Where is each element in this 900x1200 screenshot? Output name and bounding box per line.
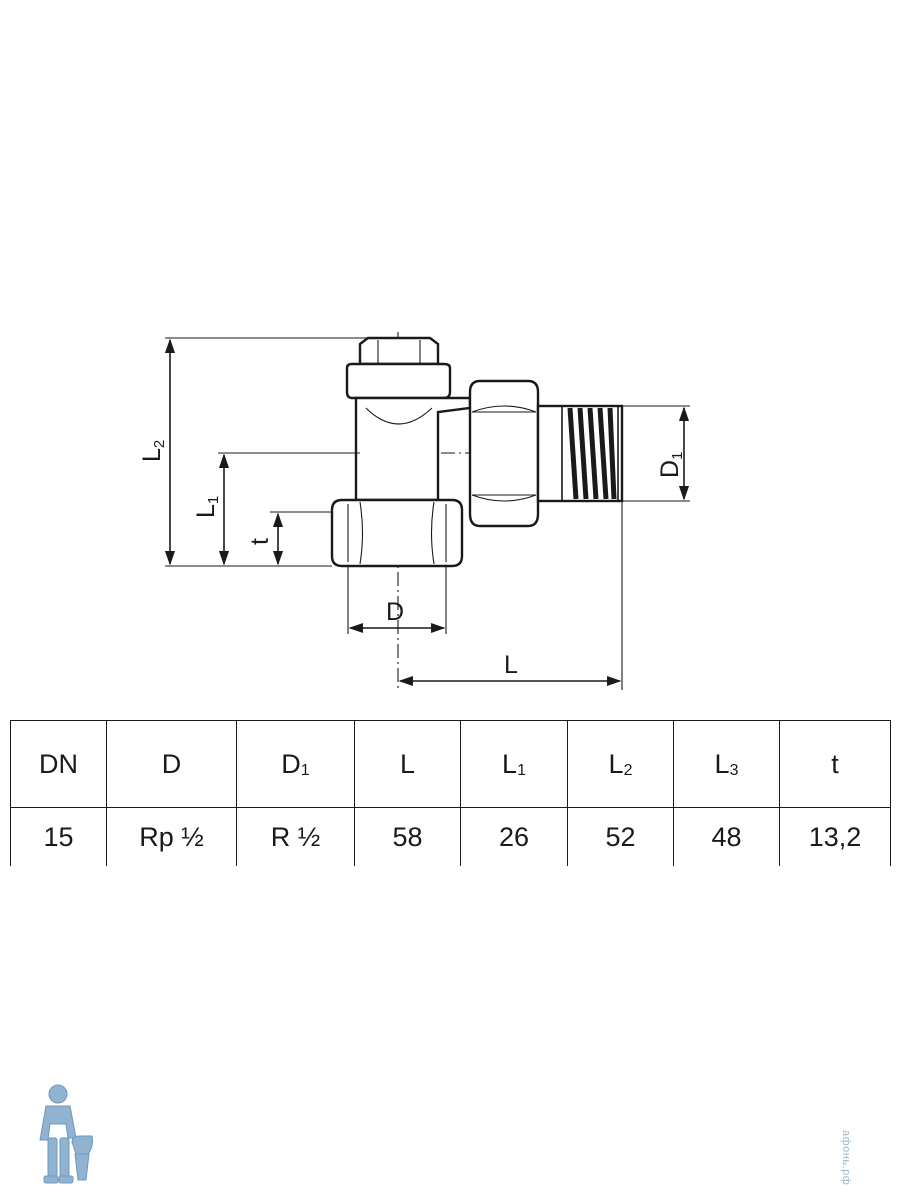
watermark-text: афонь.рф (840, 1130, 852, 1186)
value-cell: R ½ (236, 807, 355, 866)
header-cell: L2 (567, 720, 674, 808)
header-cell: L (354, 720, 461, 808)
value-cell: 15 (10, 807, 107, 866)
union-nut (468, 379, 540, 528)
extension-lines (165, 337, 690, 690)
table-header-row: DN D D1 L L1 L2 L3 t (10, 720, 891, 808)
value-cell: 13,2 (779, 807, 891, 866)
top-cap (345, 336, 452, 400)
header-cell: D (106, 720, 237, 808)
dim-label-l1: L1 (192, 496, 222, 518)
dim-label-d1: D1 (656, 452, 686, 478)
header-cell: t (779, 720, 891, 808)
header-cell: DN (10, 720, 107, 808)
header-cell: L3 (673, 720, 780, 808)
dim-label-l2: L2 (138, 440, 168, 462)
plumber-logo-icon (39, 1084, 93, 1184)
dim-label-t: t (246, 538, 274, 545)
header-cell: D1 (236, 720, 355, 808)
value-cell: 26 (460, 807, 568, 866)
value-cell: 48 (673, 807, 780, 866)
dim-label-d: D (386, 598, 404, 626)
dim-label-l: L (504, 651, 518, 679)
header-cell: L1 (460, 720, 568, 808)
value-cell: 52 (567, 807, 674, 866)
bottom-socket (330, 498, 464, 568)
table-row: 15 Rp ½ R ½ 58 26 52 48 13,2 (10, 807, 891, 866)
valve-body (354, 396, 472, 502)
value-cell: 58 (354, 807, 461, 866)
threaded-tail (536, 404, 624, 503)
value-cell: Rp ½ (106, 807, 237, 866)
spec-table: DN D D1 L L1 L2 L3 t 15 Rp ½ R ½ 58 26 5… (10, 720, 891, 866)
valve-drawing: L2 L1 t D1 D L (138, 332, 690, 690)
